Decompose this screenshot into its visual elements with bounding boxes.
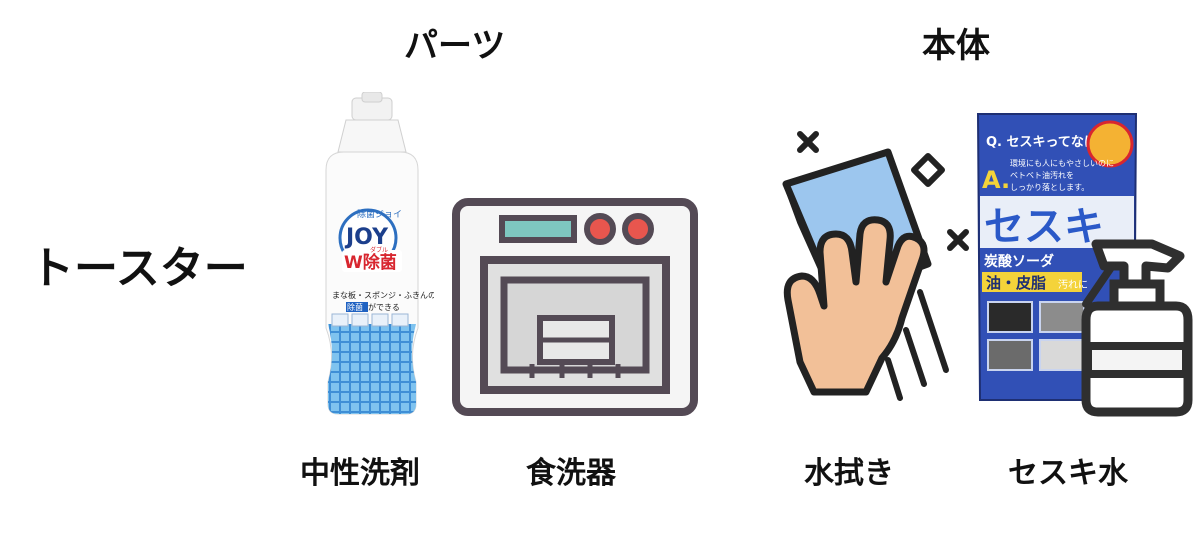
detergent-bottle-icon: 除菌ジョイ JOY W除菌 ダブル まな板・スポンジ・ふきんの 除菌 ができる: [325, 92, 434, 415]
row-label-toaster: トースター: [30, 243, 248, 294]
bottle-brand-label: JOY: [344, 225, 389, 250]
sesqui-bag-and-spray-icon: Q. セスキってなに？ A. 環境にも人にもやさしいのに ベトベト油汚れを しっ…: [976, 113, 1193, 417]
svg-text:ができる: ができる: [368, 302, 400, 312]
bottle-badge-label: W除菌: [344, 252, 397, 273]
bag-band-sub-label: 汚れに: [1058, 278, 1088, 291]
bottle-small-label: 除菌ジョイ: [357, 208, 402, 220]
caption-water-wipe: 水拭き: [804, 456, 894, 491]
bag-answer-label: A.: [982, 166, 1010, 194]
bag-product-sub: 炭酸ソーダ: [984, 253, 1054, 270]
bag-answer-text-3: しっかり落とします。: [1010, 182, 1089, 192]
bottle-desc-2-highlight: 除菌: [347, 302, 363, 312]
dishwasher-icon: [452, 198, 698, 416]
header-parts: パーツ: [404, 26, 506, 66]
bag-answer-text-2: ベトベト油汚れを: [1010, 170, 1074, 180]
bottle-desc-1: まな板・スポンジ・ふきんの: [332, 290, 434, 300]
caption-dishwasher: 食洗器: [526, 456, 616, 491]
caption-neutral-detergent: 中性洗剤: [300, 456, 420, 491]
header-body: 本体: [922, 26, 990, 66]
bag-band-label: 油・皮脂: [986, 274, 1046, 292]
bag-answer-text-1: 環境にも人にもやさしいのに: [1010, 158, 1114, 168]
hand-wiping-cloth-icon: [782, 131, 969, 401]
bag-question-label: Q. セスキってなに？: [986, 135, 1110, 150]
bag-product-name: セスキ: [984, 204, 1104, 250]
caption-sesqui-water: セスキ水: [1008, 456, 1128, 491]
bottle-tag-label: ダブル: [370, 246, 388, 254]
